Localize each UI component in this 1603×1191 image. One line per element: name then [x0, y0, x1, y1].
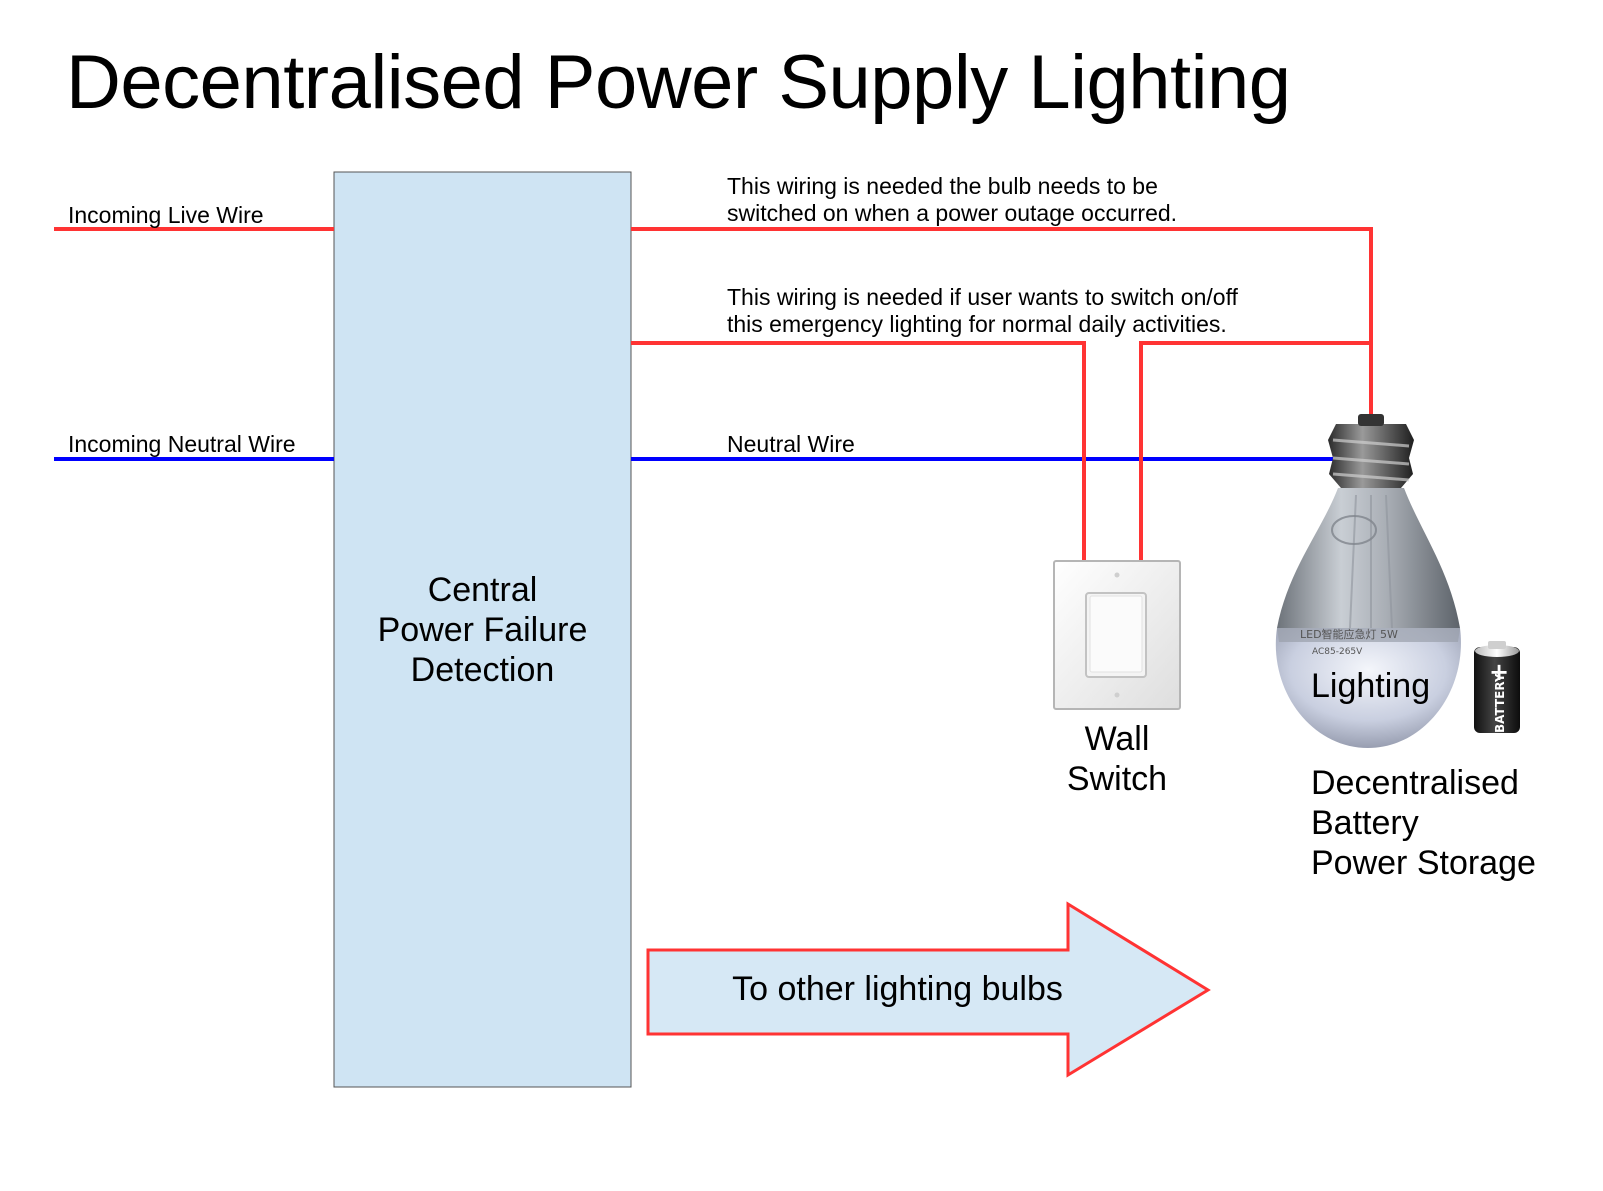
bulb-markings-line2: AC85-265V — [1312, 647, 1363, 657]
storage-label-line2: Battery — [1311, 804, 1419, 842]
outage-live-wire — [631, 227, 1373, 419]
switch-feed-wire — [631, 341, 1086, 561]
lighting-label: Lighting — [1311, 667, 1431, 705]
incoming-neutral-wire-label: Incoming Neutral Wire — [68, 431, 296, 457]
outage-note-line2: switched on when a power outage occurred… — [727, 200, 1178, 226]
switch-note-line2: this emergency lighting for normal daily… — [727, 311, 1227, 337]
to-other-bulbs-arrow — [646, 901, 1211, 1078]
storage-label-line3: Power Storage — [1311, 844, 1536, 882]
wall-switch-label-line1: Wall — [1084, 720, 1150, 758]
arrow-label: To other lighting bulbs — [732, 970, 1063, 1008]
storage-label-line1: Decentralised — [1311, 764, 1519, 802]
central-power-failure-box — [333, 171, 632, 1088]
incoming-live-wire-label: Incoming Live Wire — [68, 202, 264, 228]
led-bulb-icon: LED智能应急灯 5W AC85-265V — [1275, 414, 1461, 748]
neutral-wire-label: Neutral Wire — [727, 431, 855, 457]
battery-icon: + BATTERY — [1474, 641, 1520, 733]
wall-switch-icon — [1053, 560, 1181, 710]
switch-note-line1: This wiring is needed if user wants to s… — [727, 284, 1238, 310]
switch-return-wire — [1139, 341, 1371, 561]
page-title: Decentralised Power Supply Lighting — [66, 40, 1291, 125]
bulb-markings-line1: LED智能应急灯 5W — [1300, 627, 1398, 641]
central-box-line2: Power Failure — [377, 611, 588, 649]
battery-terminal-plus: + — [1489, 658, 1509, 686]
wall-switch-label-line2: Switch — [1066, 760, 1168, 798]
battery-label: BATTERY — [1493, 673, 1507, 733]
central-box-line3: Detection — [410, 651, 555, 689]
central-box-line1: Central — [427, 571, 538, 609]
outage-note-line1: This wiring is needed the bulb needs to … — [727, 173, 1158, 199]
